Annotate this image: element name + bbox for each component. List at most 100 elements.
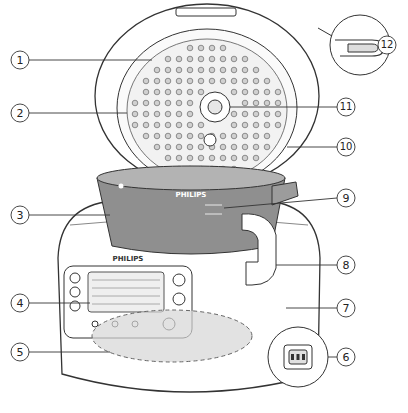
steam-hole <box>253 111 259 117</box>
socket-pins <box>291 354 305 360</box>
steam-hole <box>198 45 204 51</box>
callout-number: 8 <box>343 260 350 271</box>
steam-hole <box>176 111 182 117</box>
steam-hole <box>253 78 259 84</box>
lid-hinge <box>176 8 236 16</box>
steam-hole <box>220 144 226 150</box>
display <box>88 272 164 312</box>
steam-hole <box>264 111 270 117</box>
steam-hole <box>165 122 171 128</box>
callout-number: 11 <box>340 102 353 112</box>
callout-number: 6 <box>343 352 350 363</box>
steam-hole <box>231 89 237 95</box>
steam-hole <box>220 67 226 73</box>
steam-hole <box>242 89 248 95</box>
steam-hole <box>143 111 149 117</box>
steam-hole <box>165 67 171 73</box>
steam-hole <box>187 45 193 51</box>
steam-hole <box>154 111 160 117</box>
steam-hole <box>253 89 259 95</box>
socket-face <box>289 350 307 364</box>
steam-hole <box>176 89 182 95</box>
steam-hole <box>220 45 226 51</box>
steam-hole <box>176 67 182 73</box>
carry-handle <box>242 214 276 285</box>
steam-hole <box>275 111 281 117</box>
steam-valve <box>200 92 230 122</box>
steam-holes <box>132 45 281 172</box>
steam-hole <box>231 56 237 62</box>
lid-handle-detail <box>335 40 384 56</box>
steam-hole <box>187 100 193 106</box>
lid-outer <box>95 4 319 188</box>
steam-hole <box>143 100 149 106</box>
steam-hole <box>253 155 259 161</box>
steam-hole <box>231 111 237 117</box>
leader-lines <box>29 60 337 357</box>
steam-hole <box>253 133 259 139</box>
steam-hole <box>209 155 215 161</box>
steam-hole <box>198 56 204 62</box>
steam-hole <box>187 56 193 62</box>
steam-hole <box>143 133 149 139</box>
steam-hole <box>198 133 204 139</box>
steam-hole <box>275 100 281 106</box>
steam-hole <box>165 78 171 84</box>
steam-hole <box>165 144 171 150</box>
pot-mark <box>119 184 124 189</box>
steam-hole <box>242 56 248 62</box>
steam-hole <box>187 67 193 73</box>
steam-hole <box>242 155 248 161</box>
steam-hole <box>176 56 182 62</box>
steam-hole <box>209 78 215 84</box>
steam-valve-core <box>208 100 222 114</box>
water-mark <box>205 214 222 215</box>
steam-hole <box>154 122 160 128</box>
steam-hole <box>143 122 149 128</box>
steam-hole <box>242 100 248 106</box>
steam-hole <box>143 89 149 95</box>
steam-hole <box>220 78 226 84</box>
steam-hole <box>242 133 248 139</box>
steam-hole <box>242 111 248 117</box>
callout-number: 1 <box>17 55 24 66</box>
callout-circles <box>11 36 396 366</box>
steam-hole <box>264 133 270 139</box>
steam-hole <box>165 155 171 161</box>
steam-hole <box>220 133 226 139</box>
lid-handle-grip <box>348 44 378 52</box>
steam-hole <box>242 78 248 84</box>
steam-hole <box>198 78 204 84</box>
steam-hole <box>176 133 182 139</box>
steam-hole <box>264 122 270 128</box>
steam-hole <box>231 67 237 73</box>
detail-inset <box>268 327 328 387</box>
brand-name: PHILIPS <box>176 192 207 199</box>
steam-hole <box>154 67 160 73</box>
steam-hole <box>187 111 193 117</box>
display-lines <box>92 280 160 304</box>
steam-hole <box>242 144 248 150</box>
callout-number: 9 <box>343 193 350 204</box>
callout-number: 2 <box>17 108 24 119</box>
steam-hole <box>198 155 204 161</box>
steam-hole <box>165 56 171 62</box>
callout-number: 3 <box>17 210 24 221</box>
steam-hole <box>209 45 215 51</box>
steam-hole <box>264 100 270 106</box>
steam-hole <box>198 122 204 128</box>
steam-hole <box>253 122 259 128</box>
steam-hole <box>220 56 226 62</box>
steam-hole <box>165 100 171 106</box>
steam-hole <box>154 100 160 106</box>
inner-pot-rim <box>97 166 285 190</box>
steam-hole <box>231 155 237 161</box>
heating-area <box>92 310 252 362</box>
steam-hole <box>264 78 270 84</box>
steam-hole <box>176 144 182 150</box>
steam-hole <box>198 67 204 73</box>
steam-hole <box>187 89 193 95</box>
callout-number: 7 <box>343 303 350 314</box>
steam-hole <box>264 89 270 95</box>
